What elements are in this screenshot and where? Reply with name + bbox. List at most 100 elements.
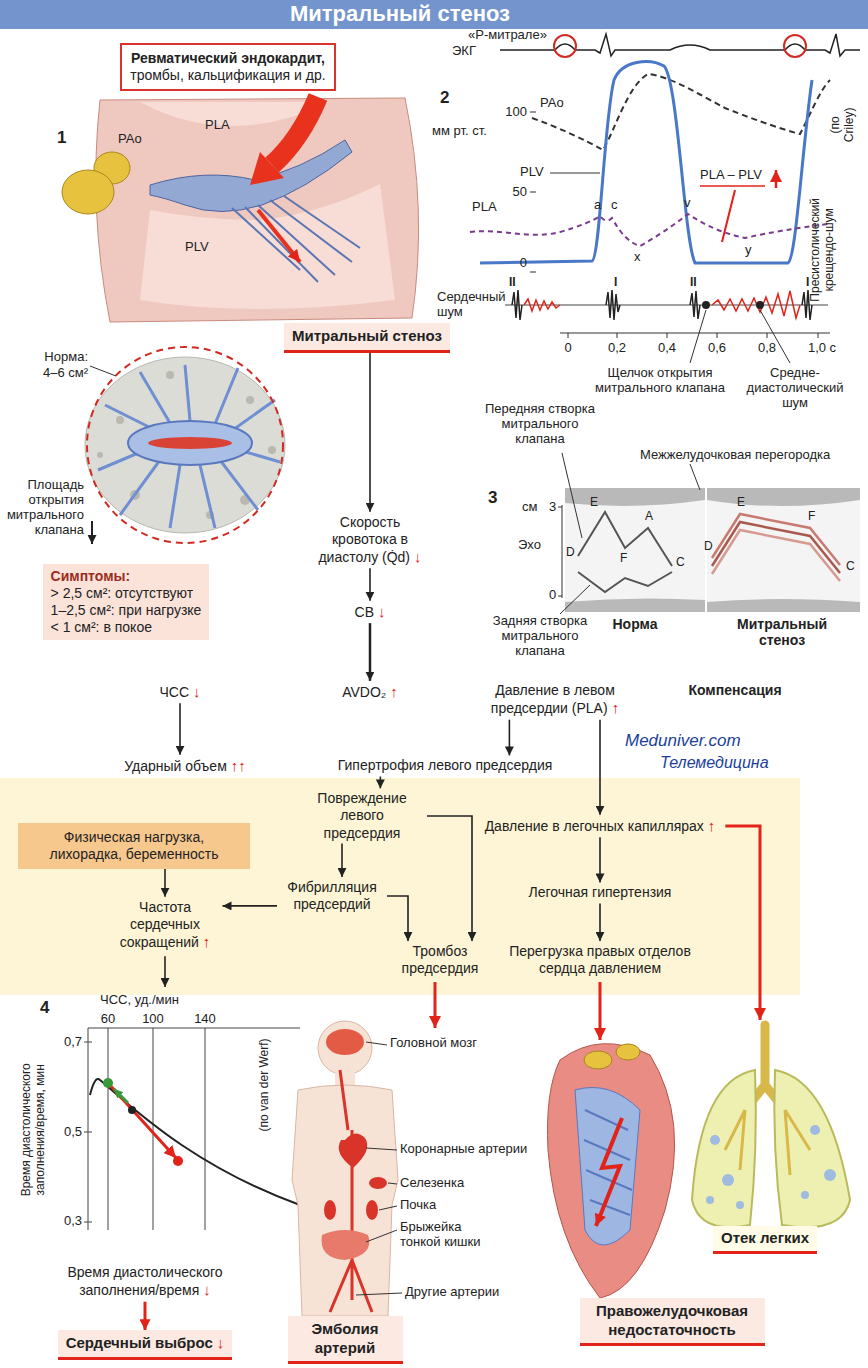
flow-step: СВ↓: [351, 601, 390, 623]
wave-label: y: [745, 243, 752, 258]
wave-label: a: [594, 198, 601, 213]
title-banner: [0, 0, 868, 29]
lungs-illustration: [722, 1174, 734, 1186]
flow-step: Скорость кровотока в диастолу (Q̇d)↓: [308, 512, 433, 568]
valve-illustration: [128, 421, 252, 465]
result-box: Отек легких: [713, 1226, 817, 1253]
echo-chart: [578, 572, 672, 592]
axis-tick: 0,4: [658, 341, 676, 356]
annotation-label: Средне-диастолический шум: [735, 366, 855, 411]
valve-illustration: [166, 371, 174, 379]
heart-illustration: [232, 196, 360, 282]
heart-sound: I: [614, 276, 617, 290]
node-text: Фибрилляция предсердий: [287, 879, 376, 912]
pressure-chart: [784, 35, 806, 57]
right-heart-illustration: [548, 1044, 675, 1298]
node-text: Симптомы:: [51, 568, 202, 585]
annotation-label: (по Criley): [829, 100, 857, 150]
annotation-label: Селезенка: [400, 1176, 464, 1191]
pressure-chart: [702, 301, 710, 309]
flow-step: AVDO₂↑: [338, 681, 402, 703]
pressure-chart: [775, 170, 778, 188]
flow-arrow: [144, 1302, 147, 1331]
heart-rate-graph: [108, 1083, 176, 1158]
flow-step: Повреждение левого предсердия: [297, 788, 427, 843]
heart-rate-graph: [173, 1156, 183, 1166]
pressure-chart: [756, 301, 764, 309]
callout-number: 4: [40, 998, 49, 1018]
echo-chart: [707, 488, 860, 506]
pressure-chart: [712, 291, 800, 318]
flow-arrow: [427, 816, 472, 941]
flow-arrow: [599, 720, 601, 815]
heart-rate-graph: [84, 1028, 300, 1230]
node-text: Перегрузка правых отделов сердца давлени…: [509, 943, 691, 976]
lungs-illustration: [810, 1125, 820, 1135]
right-heart-illustration: [548, 1044, 675, 1298]
node-text: 1–2,5 см²: при нагрузке: [51, 602, 202, 619]
axis-tick: 3: [549, 500, 556, 515]
annotation-label: Межжелудочковая перегородка: [640, 448, 830, 463]
point-label: D: [566, 546, 575, 560]
wave-label: x: [634, 250, 641, 265]
annotation-label: PAo: [118, 132, 142, 147]
node-text: Отек легких: [721, 1229, 809, 1246]
lungs-illustration: [736, 1201, 744, 1209]
node-text: < 1 см²: в покое: [51, 619, 202, 636]
annotation-label: Норма:: [44, 350, 88, 365]
right-heart-illustration: [584, 1051, 612, 1069]
body-illustration: [292, 1021, 402, 1316]
callout-number: 1: [57, 128, 66, 148]
yellow-band: [0, 778, 800, 995]
axis-tick: 0,8: [758, 341, 776, 356]
axis-tick: 0: [549, 588, 556, 603]
pressure-chart: [560, 333, 830, 338]
heart-rate-graph: [103, 1078, 113, 1088]
pointer-arrow: [434, 982, 437, 1028]
axis-tick: 1,0 с: [808, 341, 836, 356]
node-text: Ударный объем: [124, 758, 227, 774]
body-illustration: [330, 1070, 372, 1312]
annotation-label: Эхо: [518, 538, 541, 553]
lungs-illustration: [824, 1169, 836, 1181]
annotation-label: Щелчок открытия митрального клапана: [585, 366, 735, 396]
node-text: Повреждение левого предсердия: [317, 790, 406, 840]
node-text: Гипертрофия левого предсердия: [338, 757, 553, 773]
heart-sound: II: [509, 276, 516, 290]
pressure-chart: [690, 310, 706, 363]
annotation-label: Задняя створка митрального клапана: [480, 614, 600, 659]
pressure-chart: [512, 290, 522, 320]
right-heart-illustration: [596, 1118, 622, 1226]
flow-arrow: [223, 905, 278, 907]
echo-chart: [562, 453, 582, 538]
flow-step: Фибрилляция предсердий: [277, 877, 387, 915]
valve-illustration: [116, 416, 124, 424]
axis-tick: 0,6: [708, 341, 726, 356]
node-text: Легочная гипертензия: [529, 884, 672, 900]
flow-step: Давление в левом предсердии (PLA)↑: [463, 680, 648, 719]
heart-illustration: [62, 170, 114, 214]
echo-chart: [565, 488, 705, 506]
flow-step: Тромбоз предсердия: [390, 941, 490, 979]
body-illustration: [292, 1085, 398, 1316]
pressure-chart: [606, 290, 620, 320]
annotation-label: Передняя створка митрального клапана: [483, 402, 598, 447]
valve-illustration: [268, 446, 276, 454]
echo-chart: [707, 488, 860, 612]
body-illustration: [321, 1230, 369, 1260]
lungs-illustration: [774, 1070, 850, 1227]
lungs-illustration: [692, 1070, 756, 1227]
result-box: Митральный стеноз: [284, 323, 450, 352]
heart-rate-graph: [84, 1028, 300, 1230]
pressure-chart: [690, 291, 700, 319]
annotation-label: ЭКГ: [452, 44, 476, 59]
curve-label: PLA: [472, 200, 497, 215]
flow-arrow: [387, 896, 408, 941]
echo-chart: [707, 599, 860, 612]
cause-box: Ревматический эндокардит,тромбы, кальциф…: [120, 43, 335, 91]
lungs-illustration: [710, 1135, 720, 1145]
lungs-illustration: [801, 1191, 809, 1199]
node-text: Скорость кровотока в диастолу (Q̇d): [318, 514, 410, 565]
wave-label: v: [684, 196, 691, 211]
pressure-chart: [480, 62, 812, 263]
